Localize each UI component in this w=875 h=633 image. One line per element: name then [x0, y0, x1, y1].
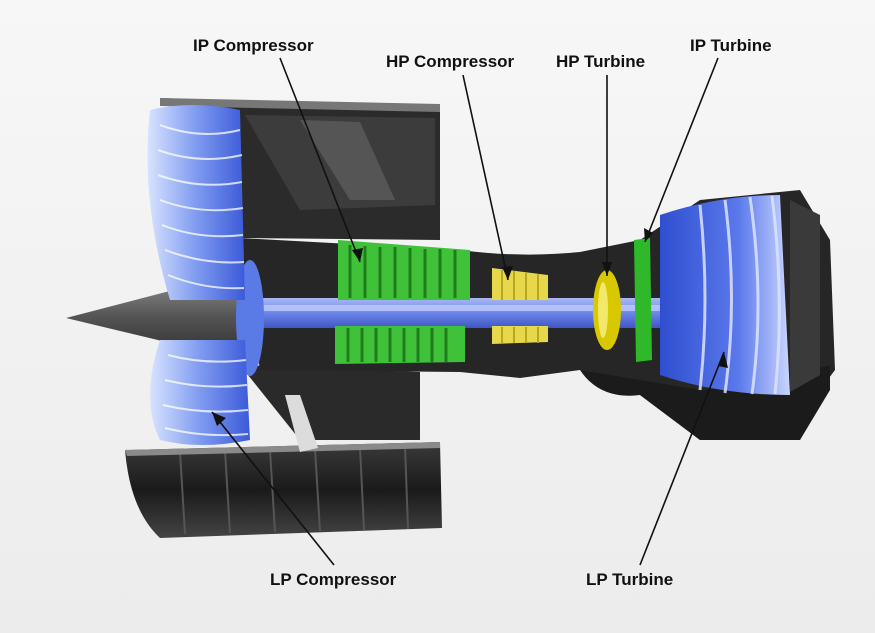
label-lp-turbine: LP Turbine [586, 570, 674, 589]
fan-casing-top [160, 98, 440, 240]
hp-compressor-stages [492, 268, 548, 344]
lp-turbine-stages [660, 195, 820, 395]
leader-hp-compressor [462, 74, 509, 281]
bypass-duct [240, 365, 420, 440]
label-lp-compressor: LP Compressor [270, 570, 397, 589]
leader-lp-turbine [639, 351, 725, 566]
leader-lp-compressor [211, 411, 335, 566]
fan-blades [147, 105, 250, 445]
hp-turbine-highlight [598, 282, 608, 338]
label-hp-turbine: HP Turbine [556, 52, 646, 71]
ip-turbine-disc [634, 238, 652, 362]
label-ip-compressor: IP Compressor [193, 36, 314, 55]
leader-ip-turbine [644, 57, 719, 243]
leader-lines [211, 57, 725, 566]
support-strut [285, 395, 318, 452]
ip-compressor-stages [335, 240, 470, 364]
label-hp-compressor: HP Compressor [386, 52, 515, 71]
nacelle-bottom [125, 442, 442, 538]
leader-ip-compressor [279, 57, 361, 263]
leader-arrowheads [212, 228, 728, 426]
label-ip-turbine: IP Turbine [690, 36, 772, 55]
